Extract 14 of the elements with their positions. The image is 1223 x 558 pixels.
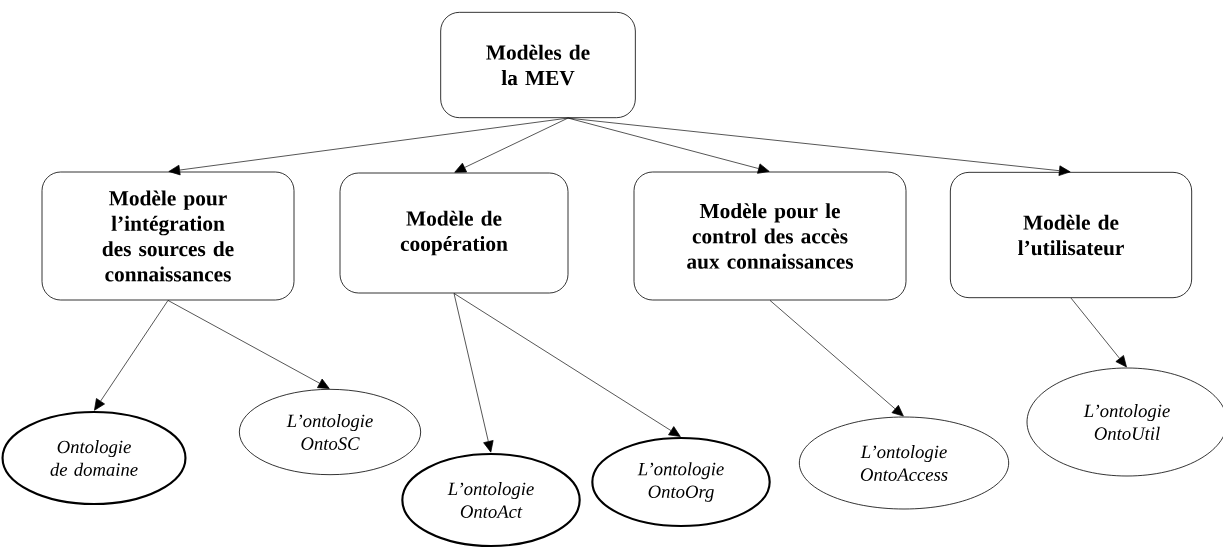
arrow xyxy=(94,300,169,411)
arrow xyxy=(454,117,569,173)
arrow xyxy=(567,117,1071,176)
arrow xyxy=(1070,297,1127,368)
arrow xyxy=(168,117,569,176)
model-box: Modèle de coopération xyxy=(339,172,569,294)
model-box: Modèle pour l’intégration des sources de connaissances xyxy=(41,171,295,301)
arrow xyxy=(167,300,330,389)
model-box: Modèle de l’utilisateur xyxy=(949,171,1193,299)
arrow xyxy=(453,293,494,453)
arrow xyxy=(769,300,904,417)
model-box: Modèles de la MEV xyxy=(440,11,636,119)
arrow xyxy=(453,293,681,437)
model-box: Modèle pour le control des accès aux connaissances xyxy=(633,171,907,301)
